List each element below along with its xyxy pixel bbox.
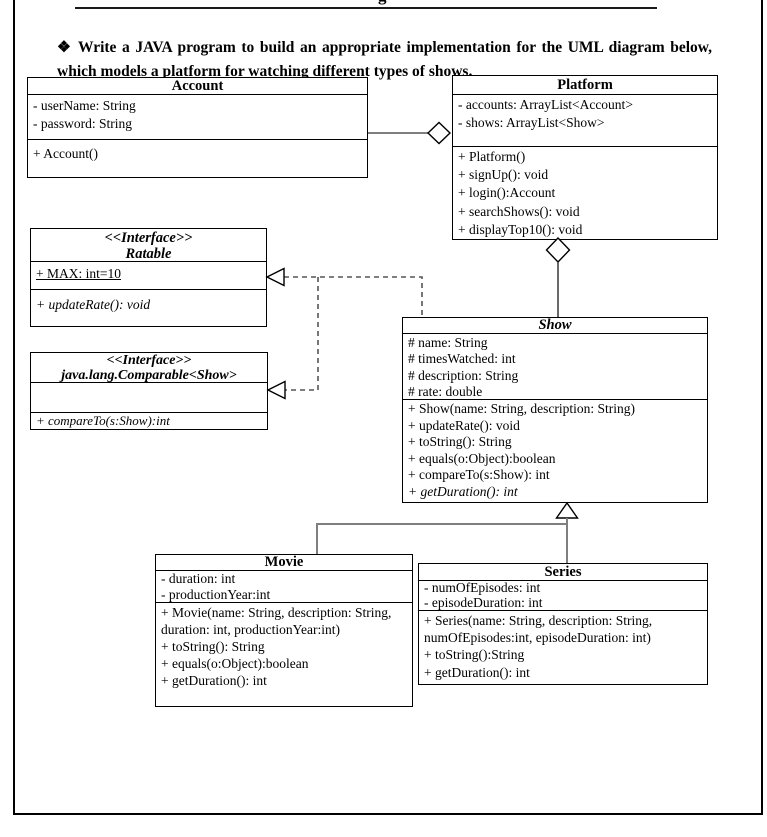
ratable-methods: + updateRate(): void [31,289,266,325]
uml-attribute: - shows: ArrayList<Show> [458,114,605,130]
uml-attribute: # timesWatched: int [408,351,516,367]
heading-underline [75,7,657,9]
platform-attributes: - accounts: ArrayList<Account> - shows: … [453,95,717,146]
class-title-show: Show [403,318,707,334]
uml-attribute: - userName: String [33,98,136,113]
account-attributes: - userName: String - password: String [28,95,367,139]
exercise-instruction: ❖ Write a JAVA program to build an appro… [57,38,712,80]
uml-attribute: - productionYear:int [161,586,271,602]
stereotype-label: <<Interface>> [104,230,193,246]
class-box-series: Series - numOfEpisodes: int - episodeDur… [418,563,708,685]
cropped-heading-text: g [378,0,415,5]
uml-attribute: - password: String [33,115,132,131]
interface-box-ratable: <<Interface>> Ratable + MAX: int=10 + up… [30,228,267,327]
uml-method: + compareTo(s:Show):int [36,413,170,428]
cropped-heading-fragment: g [356,0,516,5]
comparable-methods: + compareTo(s:Show):int [31,412,267,428]
ratable-attributes: + MAX: int=10 [31,262,266,289]
movie-methods: + Movie(name: String, description: Strin… [156,602,412,705]
uml-method: + Account() [33,146,98,161]
uml-method: + displayTop10(): void [458,221,583,237]
uml-attribute: # name: String [408,335,488,350]
uml-method: + toString(): String [161,639,265,654]
uml-method: + Platform() [458,149,526,164]
interface-title-comparable: <<Interface>> java.lang.Comparable<Show> [31,353,267,383]
uml-method: + updateRate(): void [36,297,151,312]
uml-attribute: - duration: int [161,571,236,586]
uml-method: + searchShows(): void [458,203,580,219]
show-attributes: # name: String # timesWatched: int # des… [403,334,707,399]
class-title-platform: Platform [453,76,717,95]
account-methods: + Account() [28,139,367,176]
series-attributes: - numOfEpisodes: int - episodeDuration: … [419,581,707,610]
interface-name: java.lang.Comparable<Show> [61,367,237,383]
uml-method: + equals(o:Object):boolean [408,450,556,466]
movie-attributes: - duration: int - productionYear:int [156,571,412,602]
uml-attribute: + MAX: int=10 [36,266,121,281]
class-box-platform: Platform - accounts: ArrayList<Account> … [452,75,718,240]
uml-method: + getDuration(): int [424,664,530,680]
class-box-show: Show # name: String # timesWatched: int … [402,317,708,503]
series-methods: + Series(name: String, description: Stri… [419,610,707,683]
uml-attribute: - episodeDuration: int [424,594,543,610]
platform-methods: + Platform() + signUp(): void + login():… [453,146,717,237]
uml-method: + Movie(name: String, description: Strin… [161,605,392,637]
uml-attribute: # description: String [408,367,519,383]
interface-box-comparable: <<Interface>> java.lang.Comparable<Show>… [30,352,268,430]
class-box-movie: Movie - duration: int - productionYear:i… [155,554,413,707]
class-title-movie: Movie [156,555,412,571]
uml-method: + signUp(): void [458,167,549,183]
show-methods: + Show(name: String, description: String… [403,399,707,500]
uml-method: + compareTo(s:Show): int [408,467,550,483]
uml-method: + equals(o:Object):boolean [161,656,309,671]
uml-attribute: - numOfEpisodes: int [424,581,541,595]
uml-method: + toString():String [424,647,525,663]
comparable-attributes [31,383,267,412]
page-frame [13,0,763,815]
uml-method: + toString(): String [408,434,512,450]
class-box-account: Account - userName: String - password: S… [27,77,368,178]
uml-method-abstract: + getDuration(): int [408,483,518,499]
uml-attribute: # rate: double [408,384,483,399]
class-title-account: Account [28,78,367,95]
uml-method: + updateRate(): void [408,417,520,433]
stereotype-label: <<Interface>> [106,353,192,368]
uml-method: + login():Account [458,185,556,201]
interface-name: Ratable [125,246,172,262]
uml-method: + Show(name: String, description: String… [408,401,635,416]
uml-method: + getDuration(): int [161,673,267,688]
uml-method: + Series(name: String, description: Stri… [424,613,653,646]
uml-attribute: - accounts: ArrayList<Account> [458,97,633,112]
class-title-series: Series [419,564,707,581]
interface-title-ratable: <<Interface>> Ratable [31,229,266,262]
